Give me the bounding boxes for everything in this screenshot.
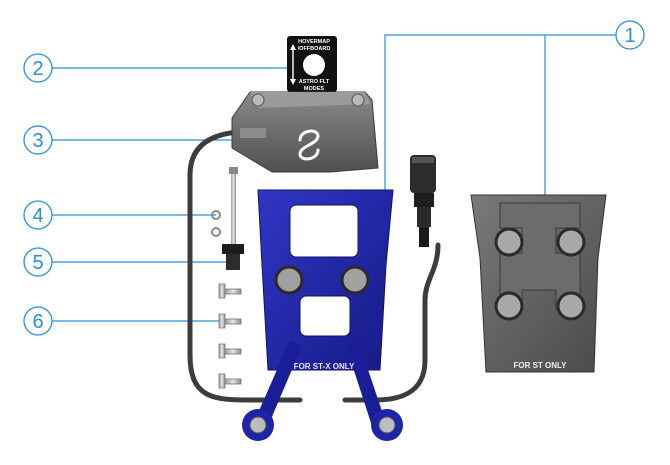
mode-switch-label: HOVERMAP /OFFBOARD ASTRO FLT MODES [287, 36, 337, 92]
blue-plate-grommet-left [274, 265, 304, 295]
mount-plate-st: FOR ST ONLY [470, 194, 607, 373]
washer-small [211, 210, 221, 220]
brand-logo-icon [298, 129, 320, 161]
pin-1 [218, 283, 242, 299]
callout-5-number: 5 [32, 252, 43, 274]
leader-line-1-blue-plate [384, 34, 616, 195]
callout-2-number: 2 [32, 58, 43, 80]
switch-label-top-line1: HOVERMAP [298, 39, 330, 45]
switch-housing [231, 91, 379, 173]
cable [187, 129, 441, 403]
grey-plate-grommet-top-right [556, 227, 586, 257]
grey-plate-grommet-top-left [494, 227, 524, 257]
cable-connector [410, 155, 436, 247]
blue-plate-upper-cutout [289, 204, 359, 258]
switch-hole [303, 54, 325, 76]
standoff [222, 244, 244, 270]
blue-plate-foot-right [378, 416, 396, 434]
callout-5: 5 [23, 247, 53, 277]
double-arrow-icon [290, 44, 296, 85]
housing-screw-hole-left [251, 93, 265, 107]
grey-plate-grommet-bottom-right [556, 291, 586, 321]
washer-small-2 [211, 227, 221, 237]
grey-plate-label: FOR ST ONLY [513, 361, 567, 370]
housing-screw-hole-right [351, 93, 365, 107]
callout-3-number: 3 [32, 130, 43, 152]
long-screw [211, 167, 238, 244]
callout-6-number: 6 [32, 311, 43, 333]
mounting-pins [218, 283, 242, 389]
blue-plate-foot-left [249, 416, 267, 434]
blue-plate-lower-cutout [299, 295, 351, 337]
callout-3: 3 [23, 125, 53, 155]
pin-4 [218, 373, 242, 389]
pin-2 [218, 313, 242, 329]
pin-3 [218, 343, 242, 359]
callout-6: 6 [23, 306, 53, 336]
grey-plate-grommet-bottom-left [494, 291, 524, 321]
leader-lines [52, 34, 616, 322]
callout-4-number: 4 [32, 205, 43, 227]
switch-label-bottom-line2: MODES [304, 86, 325, 92]
blue-plate-label: FOR ST-X ONLY [294, 362, 355, 371]
callout-1: 1 [615, 20, 645, 50]
mount-plate-st-x: FOR ST-X ONLY [242, 189, 403, 441]
blue-plate-grommet-right [340, 265, 370, 295]
switch-label-top-line2: /OFFBOARD [298, 46, 331, 52]
callout-1-number: 1 [624, 25, 635, 47]
callout-4: 4 [23, 200, 53, 230]
switch-label-bottom-line1: ASTRO FLT [299, 79, 330, 85]
callout-2: 2 [23, 53, 53, 83]
